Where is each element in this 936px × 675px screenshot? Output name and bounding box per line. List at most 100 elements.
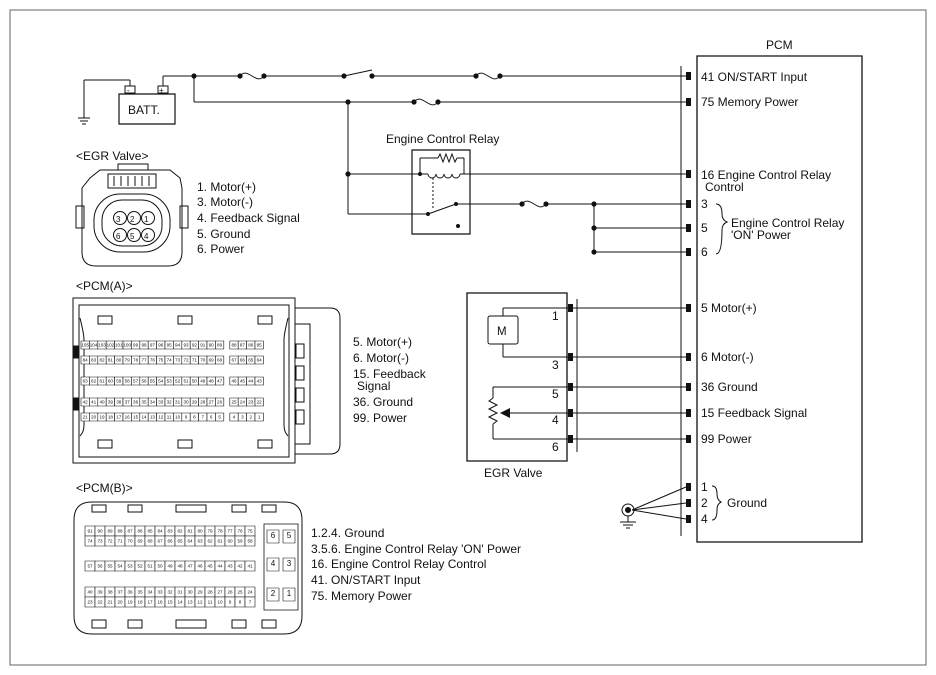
svg-text:3. Motor(-): 3. Motor(-) xyxy=(197,195,253,209)
pcm-a-pin: 78 xyxy=(133,358,139,363)
pcm-ground-label: Ground xyxy=(727,496,767,510)
pcm-b-pin: 16 xyxy=(157,600,163,605)
egr-conn-pin-1: 1 xyxy=(144,215,149,224)
pcm-a-pin: 10 xyxy=(175,415,181,420)
pcm-pin-motor-plus: 5 Motor(+) xyxy=(701,301,757,315)
pcm-pin-gnd-1: 1 xyxy=(701,480,708,494)
pcm-a-pin: 37 xyxy=(125,400,131,405)
pcm-b-pin: 47 xyxy=(187,564,193,569)
pcm-a-pin: 45 xyxy=(240,379,246,384)
pcm-a-pin: 56 xyxy=(141,379,147,384)
pcm-b-pin: 27 xyxy=(217,590,223,595)
pcm-a-connector-drawing xyxy=(73,298,340,463)
pcm-b-pin: 52 xyxy=(137,564,143,569)
pcm-a-pin: 91 xyxy=(200,343,206,348)
pcm-a-pin-cell xyxy=(255,398,263,406)
pcm-a-pin: 75 xyxy=(158,358,164,363)
pcm-a-pin: 60 xyxy=(108,379,114,384)
pcm-b-pin: 15 xyxy=(167,600,173,605)
pcm-a-pin: 92 xyxy=(192,343,198,348)
pcm-a-pin: 6 xyxy=(210,415,213,420)
pcm-b-pin: 43 xyxy=(227,564,233,569)
svg-text:3.5.6. Engine Control Relay 'O: 3.5.6. Engine Control Relay 'ON' Power xyxy=(311,542,521,556)
pcm-b-pin: 77 xyxy=(227,529,233,534)
pcm-pin-terminals xyxy=(686,72,691,523)
pcm-b-title: <PCM(B)> xyxy=(76,481,133,495)
pcm-b-pin: 60 xyxy=(227,539,233,544)
battery-pos-terminal xyxy=(158,86,168,93)
pcm-a-pin: 44 xyxy=(248,379,254,384)
pcm-a-pin: 27 xyxy=(209,400,215,405)
svg-text:Signal: Signal xyxy=(357,379,390,393)
pcm-pin-16-cont: Control xyxy=(705,180,744,194)
pcm-b-pin: 20 xyxy=(117,600,123,605)
pcm-a-pin: 13 xyxy=(150,415,156,420)
pcm-b-pin: 72 xyxy=(107,539,113,544)
pcm-a-pin-cell xyxy=(215,341,223,349)
pcm-a-pin: 23 xyxy=(248,400,254,405)
pcm-b-pin: 55 xyxy=(107,564,113,569)
pcm-a-pin: 87 xyxy=(240,343,246,348)
pcm-b-pin: 64 xyxy=(187,539,193,544)
pcm-a-pin: 72 xyxy=(183,358,189,363)
pcm-b-pin: 44 xyxy=(217,564,223,569)
pcm-a-pin: 48 xyxy=(209,379,215,384)
pcm-b-pin: 69 xyxy=(137,539,143,544)
battery-neg-terminal xyxy=(125,86,135,93)
pcm-pin-6: 6 xyxy=(701,245,708,259)
pcm-b-pin: 79 xyxy=(207,529,213,534)
relay-title: Engine Control Relay xyxy=(386,132,499,146)
pcm-a-pin-cell xyxy=(215,377,223,385)
pcm-b-pin-cell xyxy=(245,597,255,607)
pcm-a-pin: 30 xyxy=(183,400,189,405)
pcm-b-pin: 80 xyxy=(197,529,203,534)
pcm-a-pin: 100 xyxy=(123,343,131,348)
pcm-b-pin: 90 xyxy=(97,529,103,534)
pcm-b-pin: 26 xyxy=(227,590,233,595)
pcm-a-pin: 69 xyxy=(209,358,215,363)
pcm-a-pin: 33 xyxy=(158,400,164,405)
pcm-b-pin: 36 xyxy=(127,590,133,595)
pcm-box xyxy=(697,56,862,542)
pcm-b-side-pin: 6 xyxy=(271,531,276,540)
pcm-a-pin: 104 xyxy=(90,343,98,348)
pcm-a-pin-cell xyxy=(255,356,263,364)
pcm-a-pin-cell xyxy=(215,413,223,421)
pcm-pin-ground-36: 36 Ground xyxy=(701,380,758,394)
pcm-a-pin: 82 xyxy=(99,358,105,363)
egr-box xyxy=(467,293,567,461)
pcm-a-pin: 89 xyxy=(217,343,223,348)
pcm-b-pin: 46 xyxy=(197,564,203,569)
pcm-a-pin: 49 xyxy=(200,379,206,384)
pcm-b-side-pin-cell xyxy=(267,588,279,601)
battery-label: BATT. xyxy=(128,103,160,117)
pcm-b-pin: 11 xyxy=(208,600,213,605)
pcm-a-pin: 61 xyxy=(99,379,105,384)
pcm-b-side-pin: 1 xyxy=(287,589,292,598)
pcm-a-pin: 18 xyxy=(108,415,114,420)
battery-neg: - xyxy=(127,86,130,95)
pcm-b-pin: 38 xyxy=(107,590,113,595)
pcm-title: PCM xyxy=(766,38,793,52)
pcm-a-pin: 65 xyxy=(248,358,254,363)
pcm-b-pin: 62 xyxy=(207,539,213,544)
pcm-a-pin: 31 xyxy=(175,400,181,405)
pcm-a-pin: 1 xyxy=(258,415,261,420)
pcm-a-pin: 15 xyxy=(133,415,139,420)
pcm-a-pin: 20 xyxy=(91,415,97,420)
pcm-b-pin: 19 xyxy=(127,600,133,605)
pcm-b-pin: 89 xyxy=(107,529,113,534)
pcm-a-pin: 70 xyxy=(200,358,206,363)
pcm-b-side-pin-cell xyxy=(267,530,279,543)
pcm-b-pin: 18 xyxy=(137,600,143,605)
pcm-b-pin: 85 xyxy=(147,529,153,534)
pcm-a-pin: 77 xyxy=(141,358,147,363)
svg-text:4. Feedback Signal: 4. Feedback Signal xyxy=(197,211,300,225)
pcm-a-pin: 22 xyxy=(257,400,263,405)
pcm-a-pin-cell xyxy=(255,341,263,349)
egr-connector-drawing xyxy=(76,164,188,266)
egr-conn-pin-4: 4 xyxy=(144,232,149,241)
ground-brace xyxy=(712,486,721,520)
